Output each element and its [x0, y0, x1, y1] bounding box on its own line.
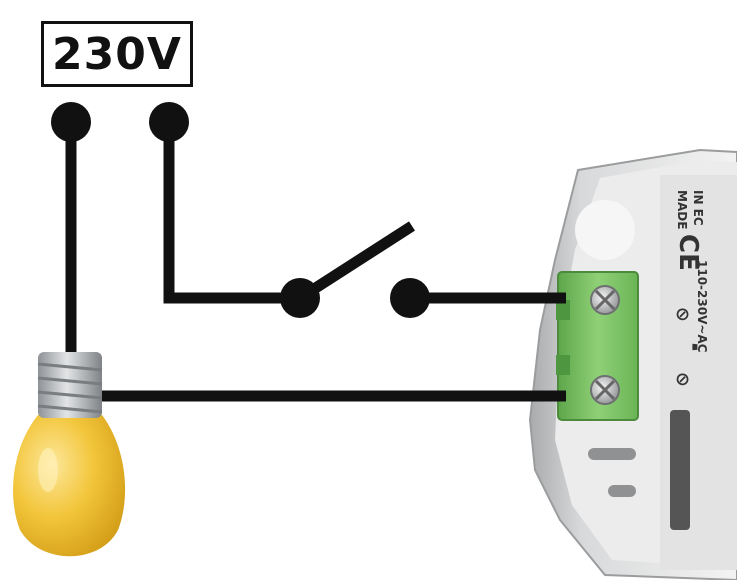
screw-bottom [590, 375, 620, 405]
vent-slot [608, 485, 636, 497]
switch-lever [297, 221, 415, 303]
terminal-symbol-top: ⊘ [675, 304, 690, 325]
supply-terminal-left [51, 102, 91, 142]
bulb-glass [13, 415, 126, 557]
light-bulb [13, 352, 126, 557]
device-marking-made: MADE [675, 190, 689, 229]
supply-terminal-right [149, 102, 189, 142]
mounting-hole [575, 200, 635, 260]
switch-contact-open [390, 278, 430, 318]
vent-slot [588, 448, 636, 460]
label-sticker [670, 410, 690, 530]
voltage-label: 230V [41, 21, 193, 87]
terminal-symbol-bottom: ⊘ [675, 369, 690, 390]
wires [65, 122, 566, 402]
wire-to-switch [163, 122, 300, 304]
terminal-block [556, 271, 639, 421]
screw-top [590, 285, 620, 315]
bulb-base [37, 352, 103, 418]
device-rating: 110-230V~AC [695, 260, 709, 353]
switch-contact-pivot [280, 278, 320, 318]
device-marking-origin: IN EC [691, 190, 705, 226]
ce-mark: CE [673, 234, 703, 271]
